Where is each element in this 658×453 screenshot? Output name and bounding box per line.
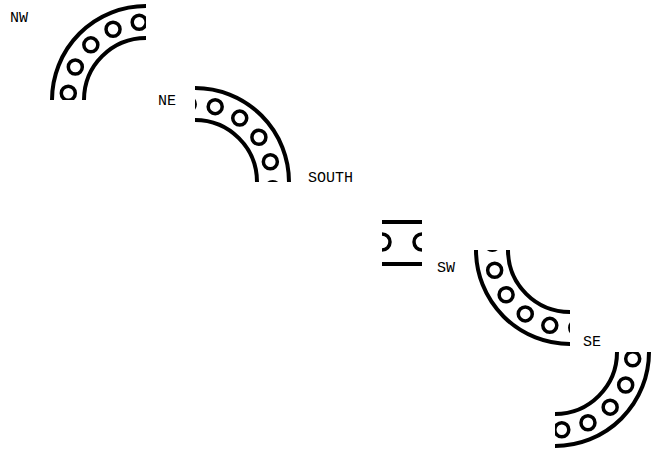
inner-race — [508, 250, 570, 312]
ball — [619, 378, 633, 392]
outer-race — [555, 352, 649, 446]
inner-race — [84, 38, 146, 100]
outer-race — [476, 250, 570, 344]
direction-label: SOUTH — [308, 171, 353, 187]
ball — [106, 22, 120, 36]
ball — [570, 321, 571, 335]
inner-race — [195, 120, 257, 182]
direction-label: NW — [10, 11, 28, 27]
outer-race — [195, 88, 289, 182]
ball — [208, 100, 222, 114]
ball — [488, 263, 502, 277]
ball — [626, 352, 640, 366]
ball — [603, 400, 617, 414]
ball — [485, 250, 499, 251]
bearing-quadrant — [555, 352, 649, 446]
ball — [518, 307, 532, 321]
ball — [555, 423, 569, 437]
bearing-quadrant — [476, 250, 570, 344]
bearing-quadrant — [52, 6, 146, 100]
ball — [543, 318, 557, 332]
ball — [499, 288, 513, 302]
direction-label: SE — [583, 335, 601, 351]
bearing-straight-section — [382, 222, 422, 264]
ball — [233, 111, 247, 125]
ball — [263, 155, 277, 169]
bearing-quadrant — [195, 88, 289, 182]
outer-race — [52, 6, 146, 100]
ball — [84, 38, 98, 52]
ball — [195, 97, 196, 111]
ball — [61, 86, 75, 100]
inner-race — [555, 352, 617, 414]
ball — [581, 416, 595, 430]
ball — [132, 15, 146, 29]
ball — [68, 60, 82, 74]
ball — [266, 182, 280, 183]
direction-label: NE — [158, 94, 176, 110]
direction-label: SW — [437, 261, 455, 277]
ball — [252, 130, 266, 144]
